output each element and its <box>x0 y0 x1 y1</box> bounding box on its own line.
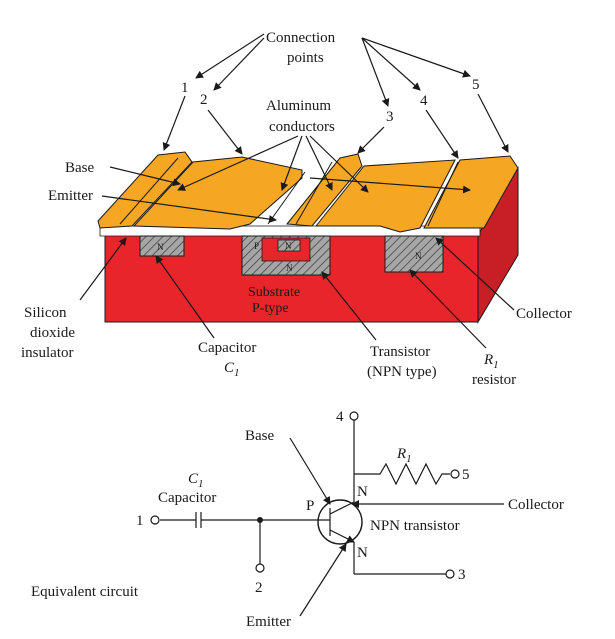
region-n-collector: N <box>286 263 293 273</box>
node-1-terminal <box>150 515 160 525</box>
transistor-label: Transistor <box>370 344 430 360</box>
circuit-emitter-label: Emitter <box>246 614 291 630</box>
base-label: Base <box>65 160 95 176</box>
node-5-terminal <box>450 469 460 479</box>
capacitor-c1-label: C1 <box>188 471 204 490</box>
aluminum-conductor-1 <box>97 151 193 229</box>
capacitor-circuit-label: Capacitor <box>158 490 216 506</box>
region-n-resistor: N <box>415 251 422 261</box>
node-3-terminal <box>445 569 455 579</box>
silicon-label-2: dioxide <box>30 325 75 341</box>
silicon-label-3: insulator <box>21 345 74 361</box>
aluminum-conductor-4 <box>314 159 456 233</box>
node-1-label: 1 <box>136 513 144 529</box>
point-number-5: 5 <box>472 77 480 93</box>
collector-label: Collector <box>516 306 572 322</box>
resistor-n-region <box>384 235 444 273</box>
circuit-base-label: Base <box>245 428 275 444</box>
node-4-label: 4 <box>336 409 344 425</box>
node-5-label: 5 <box>462 467 470 483</box>
npn-transistor-symbol <box>317 499 363 545</box>
region-p-label: P <box>254 241 259 251</box>
node-2-terminal <box>255 563 265 573</box>
emitter-label: Emitter <box>48 188 93 204</box>
circuit-collector-label: Collector <box>508 497 564 513</box>
region-n-emitter: N <box>285 241 292 251</box>
substrate-label: Substrate <box>248 285 300 300</box>
region-n-capacitor: N <box>157 242 164 252</box>
capacitor-symbol: C1 <box>224 360 240 379</box>
aluminum-label: Aluminum <box>266 98 331 114</box>
p-label: P <box>306 498 314 514</box>
equivalent-circuit-caption: Equivalent circuit <box>31 584 139 600</box>
substrate-type-label: P-type <box>252 301 289 316</box>
node-2-label: 2 <box>255 580 263 596</box>
transistor-type-label: (NPN type) <box>367 364 437 380</box>
connection-points-label: points <box>287 50 324 66</box>
oxide-layer <box>99 225 481 237</box>
point-number-1: 1 <box>181 80 189 96</box>
resistor-r1-label: R1 <box>396 446 412 465</box>
node-3-label: 3 <box>458 567 466 583</box>
node-4-terminal <box>349 411 359 421</box>
top-labels: Connection points 1 2 3 4 5 Aluminum con… <box>21 30 572 388</box>
emitter-n-label: N <box>357 545 368 561</box>
point-number-4: 4 <box>420 93 428 109</box>
point-number-3: 3 <box>386 109 394 125</box>
point-number-2: 2 <box>200 92 208 108</box>
silicon-label-1: Silicon <box>24 305 67 321</box>
capacitor-label: Capacitor <box>198 340 256 356</box>
equivalent-circuit: 4 5 R1 N N 3 2 1 C1 Capacitor P NPN tran… <box>31 409 564 630</box>
collector-n-label: N <box>357 484 368 500</box>
chip-cross-section: N P N N N Substrate P-type <box>97 151 519 324</box>
resistor-r1 <box>354 462 450 486</box>
resistor-label: resistor <box>472 372 516 388</box>
top-leader-lines <box>79 33 515 349</box>
transistor-emitter-n <box>277 239 301 252</box>
aluminum-conductor-2 <box>132 156 303 230</box>
resistor-symbol: R1 <box>483 352 499 371</box>
npn-transistor-label: NPN transistor <box>370 518 460 534</box>
connection-label: Connection <box>266 30 336 46</box>
conductors-label: conductors <box>269 119 335 135</box>
